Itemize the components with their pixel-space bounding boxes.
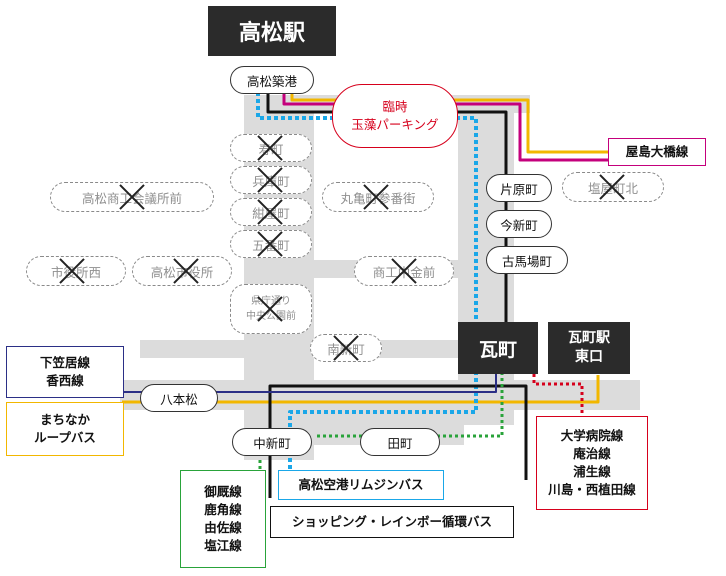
cyan-dotted-line xyxy=(256,92,478,470)
yellow-loop-line xyxy=(122,375,600,404)
route-daigaku-3: 浦生線 xyxy=(573,464,611,479)
route-daigaku[interactable]: 大学病院線 庵治線 浦生線 川島・西植田線 xyxy=(536,416,648,510)
route-yashima[interactable]: 屋島大橋線 xyxy=(608,138,706,166)
rinji-line1: 臨時 xyxy=(382,98,408,114)
kencho-line1: 県庁通り xyxy=(251,296,291,307)
route-machinaka[interactable]: まちなか ループバス xyxy=(6,402,124,456)
yellow-route-line xyxy=(290,88,610,154)
station-takamatsu[interactable]: 高松駅 xyxy=(208,6,336,56)
route-goen-2: 鹿角線 xyxy=(204,501,242,517)
kencho-line2: 中央公園前 xyxy=(246,311,296,322)
route-shimokasai-2: 香西線 xyxy=(46,373,84,388)
stop-imashin[interactable]: 今新町 xyxy=(486,210,552,238)
closed-stop-shiyakusho-nishi: 市役所西 xyxy=(26,256,126,286)
red-dotted-line xyxy=(532,374,584,416)
stop-nakashin[interactable]: 中新町 xyxy=(232,428,312,456)
route-goen-3: 由佐線 xyxy=(204,520,242,535)
kawaramachi-east-line2: 東口 xyxy=(575,349,603,365)
station-kawaramachi-east[interactable]: 瓦町駅 東口 xyxy=(548,322,630,374)
closed-stop-kencho: 県庁通り 中央公園前 xyxy=(230,284,312,334)
route-shimokasai-1: 下笠居線 xyxy=(39,354,90,370)
route-limousine-name: 高松空港リムジンバス xyxy=(298,476,424,492)
route-goen-1: 御厩線 xyxy=(204,483,242,499)
stop-denmachi[interactable]: 田町 xyxy=(360,428,440,456)
closed-stop-marugame: 丸亀町参番街 xyxy=(322,182,434,212)
stop-hachihonmatsu[interactable]: 八本松 xyxy=(140,384,218,412)
route-goen-4: 塩江線 xyxy=(204,538,242,554)
route-shopping[interactable]: ショッピング・レインボー循環バス xyxy=(270,506,514,538)
stop-furubaba[interactable]: 古馬場町 xyxy=(486,246,568,274)
route-shopping-name: ショッピング・レインボー循環バス xyxy=(291,513,492,529)
stop-takamatsu-chikko[interactable]: 高松築港 xyxy=(230,66,314,94)
route-machinaka-1: まちなか xyxy=(39,411,90,427)
purple-route-line xyxy=(282,88,610,162)
stop-rinji[interactable]: 臨時 玉藻パーキング xyxy=(332,84,458,148)
closed-stop-shoko-kaigisho: 高松商工会議所前 xyxy=(50,182,214,212)
rinji-line2: 玉藻パーキング xyxy=(351,117,439,132)
closed-stop-shiyamachi-kita: 塩屋町北 xyxy=(562,172,664,202)
navy-route-line xyxy=(122,372,497,393)
closed-stop-gobancho: 五番町 xyxy=(230,230,312,258)
route-daigaku-2: 庵治線 xyxy=(573,445,611,461)
closed-stop-hyogo: 兵庫町 xyxy=(230,166,312,194)
route-daigaku-4: 川島・西植田線 xyxy=(548,482,636,498)
route-goen[interactable]: 御厩線 鹿角線 由佐線 塩江線 xyxy=(180,470,266,568)
kawaramachi-east-line1: 瓦町駅 xyxy=(568,330,610,347)
route-machinaka-2: ループバス xyxy=(34,430,96,445)
closed-stop-konya: 紺屋町 xyxy=(230,198,312,226)
route-yashima-name: 屋島大橋線 xyxy=(625,143,689,159)
closed-stop-shoko-kinmae: 商工中金前 xyxy=(354,256,454,286)
route-shimokasai[interactable]: 下笠居線 香西線 xyxy=(6,346,124,398)
stop-katahara[interactable]: 片原町 xyxy=(486,174,552,202)
station-kawaramachi[interactable]: 瓦町 xyxy=(458,322,538,374)
closed-stop-minami-shinmachi: 南新町 xyxy=(310,334,382,362)
route-daigaku-1: 大学病院線 xyxy=(560,427,624,443)
closed-stop-shiyakusho: 高松市役所 xyxy=(132,256,232,286)
closed-stop-juban: 寿町 xyxy=(230,134,312,162)
route-limousine[interactable]: 高松空港リムジンバス xyxy=(278,470,444,500)
